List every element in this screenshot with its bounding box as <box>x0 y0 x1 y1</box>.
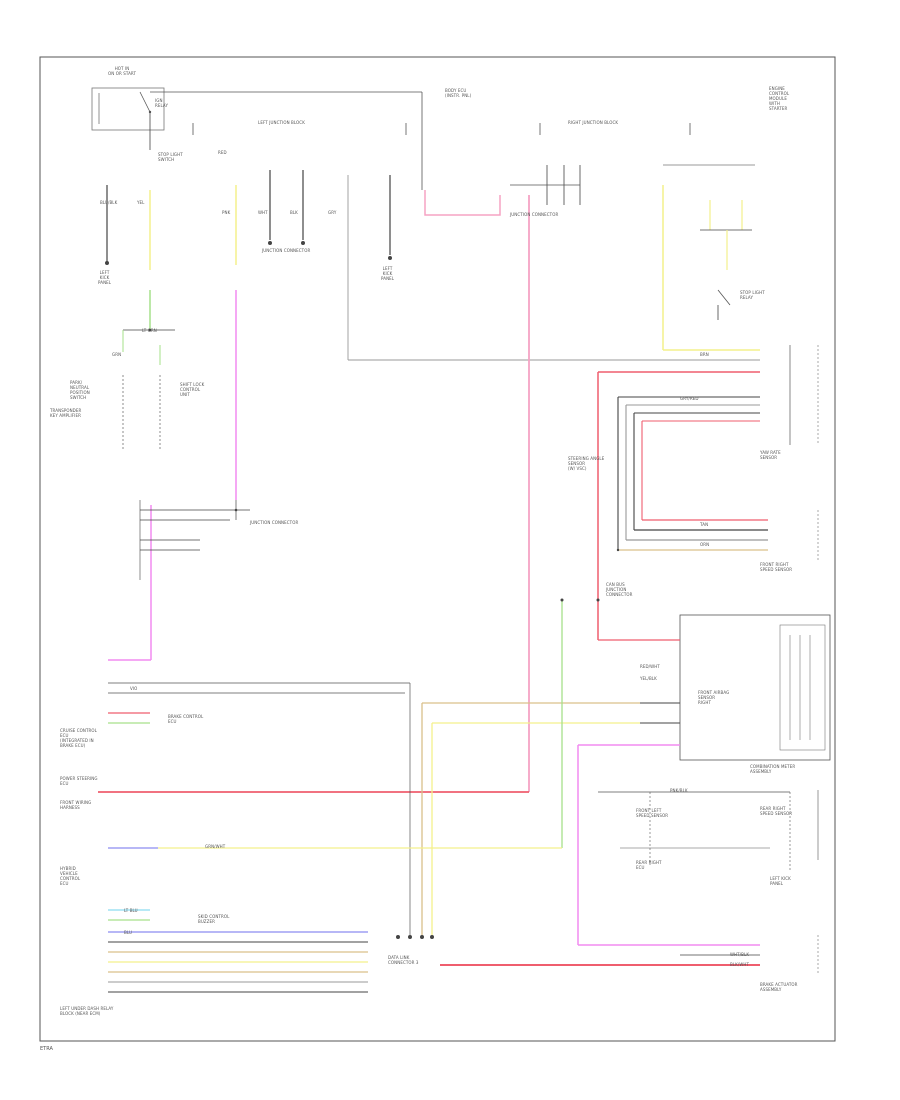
pin-tag: LT BLU <box>124 908 138 913</box>
label-steering-sensor: STEERING ANGLE SENSOR (W/ VSC) <box>568 456 605 471</box>
pin-tag: LT GRN <box>142 328 157 333</box>
label-junction-conn-1: JUNCTION CONNECTOR <box>262 248 311 253</box>
pin-tag: BLU <box>124 930 133 935</box>
label-junction-conn-3: JUNCTION CONNECTOR <box>250 520 299 525</box>
pin-tag: GRN/WHT <box>205 844 226 849</box>
pin-tag: TAN <box>700 522 709 527</box>
label-left-under-dash: LEFT UNDER DASH RELAY BLOCK (NEAR ECM) <box>60 1006 114 1016</box>
label-front-airbag: FRONT AIRBAG SENSOR RIGHT <box>698 690 730 705</box>
label-shift-lock: SHIFT LOCK CONTROL UNIT <box>180 382 205 397</box>
label-hot-at-all-times: HOT IN ON OR START <box>108 66 137 76</box>
footer-code: ETRA <box>40 1046 53 1052</box>
label-junction-conn-2: JUNCTION CONNECTOR <box>510 212 559 217</box>
label-brake-actuator: BRAKE ACTUATOR ASSEMBLY <box>760 982 798 992</box>
label-junction-bottom: DATA LINK CONNECTOR 3 <box>388 955 419 965</box>
label-can-bus: CAN BUS JUNCTION CONNECTOR <box>606 582 633 597</box>
label-stop-relay: STOP LIGHT RELAY <box>740 290 765 300</box>
combination-meter-box <box>679 614 831 761</box>
pin-tag: BLK <box>290 210 298 215</box>
diagram-frame <box>39 56 836 1042</box>
label-power-steering-ecu: POWER STEERING ECU <box>60 776 98 786</box>
label-stop-light-switch: STOP LIGHT SWITCH <box>158 152 183 162</box>
pin-tag: WHT <box>258 210 268 215</box>
label-hybrid-ecu: HYBRID VEHICLE CONTROL ECU <box>60 866 81 886</box>
label-brake-ctrl-pins: BRAKE CONTROL ECU <box>168 714 204 724</box>
label-right-junction: RIGHT JUNCTION BLOCK <box>568 120 619 125</box>
pin-tag: GRY/RED <box>680 396 699 401</box>
label-skid-ctrl: SKID CONTROL BUZZER <box>198 914 230 924</box>
label-park-neutral: PARK/ NEUTRAL POSITION SWITCH <box>70 380 90 400</box>
label-rear-right-speed: REAR RIGHT SPEED SENSOR <box>760 806 793 816</box>
pin-tag: ORN <box>700 542 710 547</box>
pin-tag: YEL/BLK <box>640 676 657 681</box>
pin-tag: WHT/BLK <box>730 952 750 957</box>
label-transponder: TRANSPONDER KEY AMPLIFIER <box>50 408 82 418</box>
pin-tag: GRN <box>112 352 122 357</box>
pin-tag: BLK/WHT <box>730 962 750 967</box>
label-yaw-rate: YAW RATE SENSOR <box>760 450 781 460</box>
label-ground-2: LEFT KICK PANEL <box>381 266 395 281</box>
pin-tag: RED <box>218 150 227 155</box>
label-ign-relay: IGN RELAY <box>155 98 168 108</box>
label-body-ecu-top: BODY ECU (INSTR. PNL) <box>445 88 472 98</box>
label-ecm-main: ENGINE CONTROL MODULE WITH STARTER <box>769 86 790 111</box>
pin-tag: BLU/BLK <box>100 200 118 205</box>
label-ground-1: LEFT KICK PANEL <box>98 270 112 285</box>
pin-tag: VIO <box>130 686 138 691</box>
label-front-left-speed: FRONT LEFT SPEED SENSOR <box>636 808 669 818</box>
label-lower-ecu: LEFT KICK PANEL <box>770 876 791 886</box>
pin-tag: BRN <box>700 352 709 357</box>
label-brake-control-ecu: CRUISE CONTROL ECU (INTEGRATED IN BRAKE … <box>60 728 97 748</box>
pin-tag: RED/WHT <box>640 664 660 669</box>
pin-tag: GRY <box>328 210 337 215</box>
ign-relay-box <box>91 87 165 131</box>
label-front-right-speed: FRONT RIGHT SPEED SENSOR <box>760 562 793 572</box>
pin-tag: YEL <box>137 200 145 205</box>
label-rear-ecu: REAR RIGHT ECU <box>636 860 662 870</box>
label-power-steering: FRONT WIRING HARNESS <box>60 800 92 810</box>
label-combination-meter: COMBINATION METER ASSEMBLY <box>750 764 796 774</box>
pin-tag: PNK <box>222 210 231 215</box>
pin-tag: PNK/BLK <box>670 788 688 793</box>
label-left-junction: LEFT JUNCTION BLOCK <box>258 120 305 125</box>
